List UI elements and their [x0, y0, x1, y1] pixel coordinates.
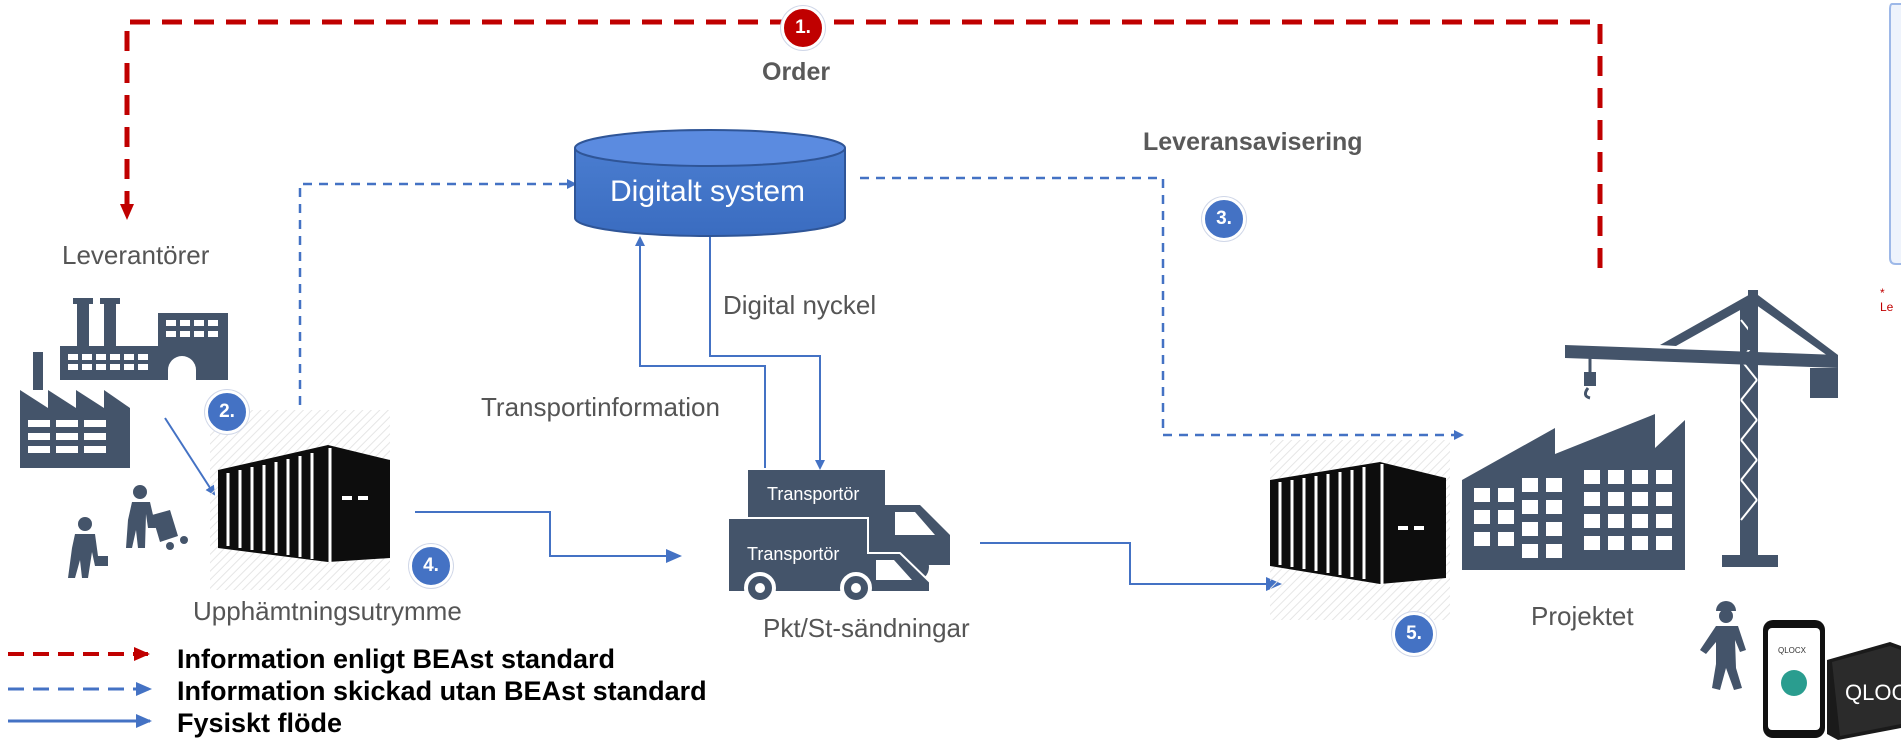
project-container [1270, 440, 1450, 620]
digital-key-line [709, 236, 825, 470]
digital-system-database [574, 129, 846, 237]
physical-flow-parcels-project [980, 542, 1282, 591]
info-line-supplier-to-system [298, 179, 577, 405]
qlocx-device [1827, 642, 1901, 740]
right-info-panel-edge [1889, 3, 1901, 265]
suppliers-label: Leverantörer [62, 240, 210, 270]
side-footnote: * Le [1880, 286, 1894, 314]
step-4-badge: 4. [409, 544, 453, 588]
order-flow-line [120, 19, 1603, 268]
phone-icon [1763, 620, 1825, 738]
physical-flow-supplier-pickup [164, 417, 216, 496]
pickup-container [210, 410, 390, 590]
carrier-label-top: Transportör [767, 484, 860, 504]
step-3-badge: 3. [1202, 197, 1246, 241]
workers-icon [68, 485, 188, 578]
step-5-badge: 5. [1392, 612, 1436, 656]
legend-beast-label: Information enligt BEAst standard [177, 644, 616, 674]
physical-flow-pickup-parcels [415, 511, 682, 563]
parcel-shipments-label: Pkt/St-sändningar [763, 613, 970, 643]
construction-worker-icon [1700, 601, 1746, 690]
legend-non-beast-label: Information skickad utan BEAst standard [177, 676, 707, 706]
project-label: Projektet [1531, 601, 1634, 631]
transport-info-label: Transportinformation [481, 392, 720, 422]
factory-icon [60, 298, 228, 380]
factory-small-icon [20, 352, 130, 468]
qlocx-logo-text: QLOCX [1845, 680, 1901, 705]
digital-system-label: Digitalt system [610, 175, 806, 208]
delivery-notice-label: Leveransavisering [1143, 128, 1363, 156]
pickup-space-label: Upphämtningsutrymme [193, 596, 462, 626]
info-line-system-to-project [860, 176, 1464, 440]
digital-key-label: Digital nyckel [723, 290, 877, 320]
order-label: Order [762, 58, 831, 86]
legend-physical-label: Fysiskt flöde [177, 708, 343, 738]
construction-site-icon [1462, 290, 1838, 570]
step-2-badge: 2. [205, 390, 249, 434]
carrier-label-bottom: Transportör [747, 544, 840, 564]
transport-info-line [635, 236, 766, 468]
transport-vans-icon [727, 470, 950, 604]
step-1-badge: 1. [781, 6, 825, 50]
phone-logo-text: QLOCX [1778, 646, 1807, 655]
